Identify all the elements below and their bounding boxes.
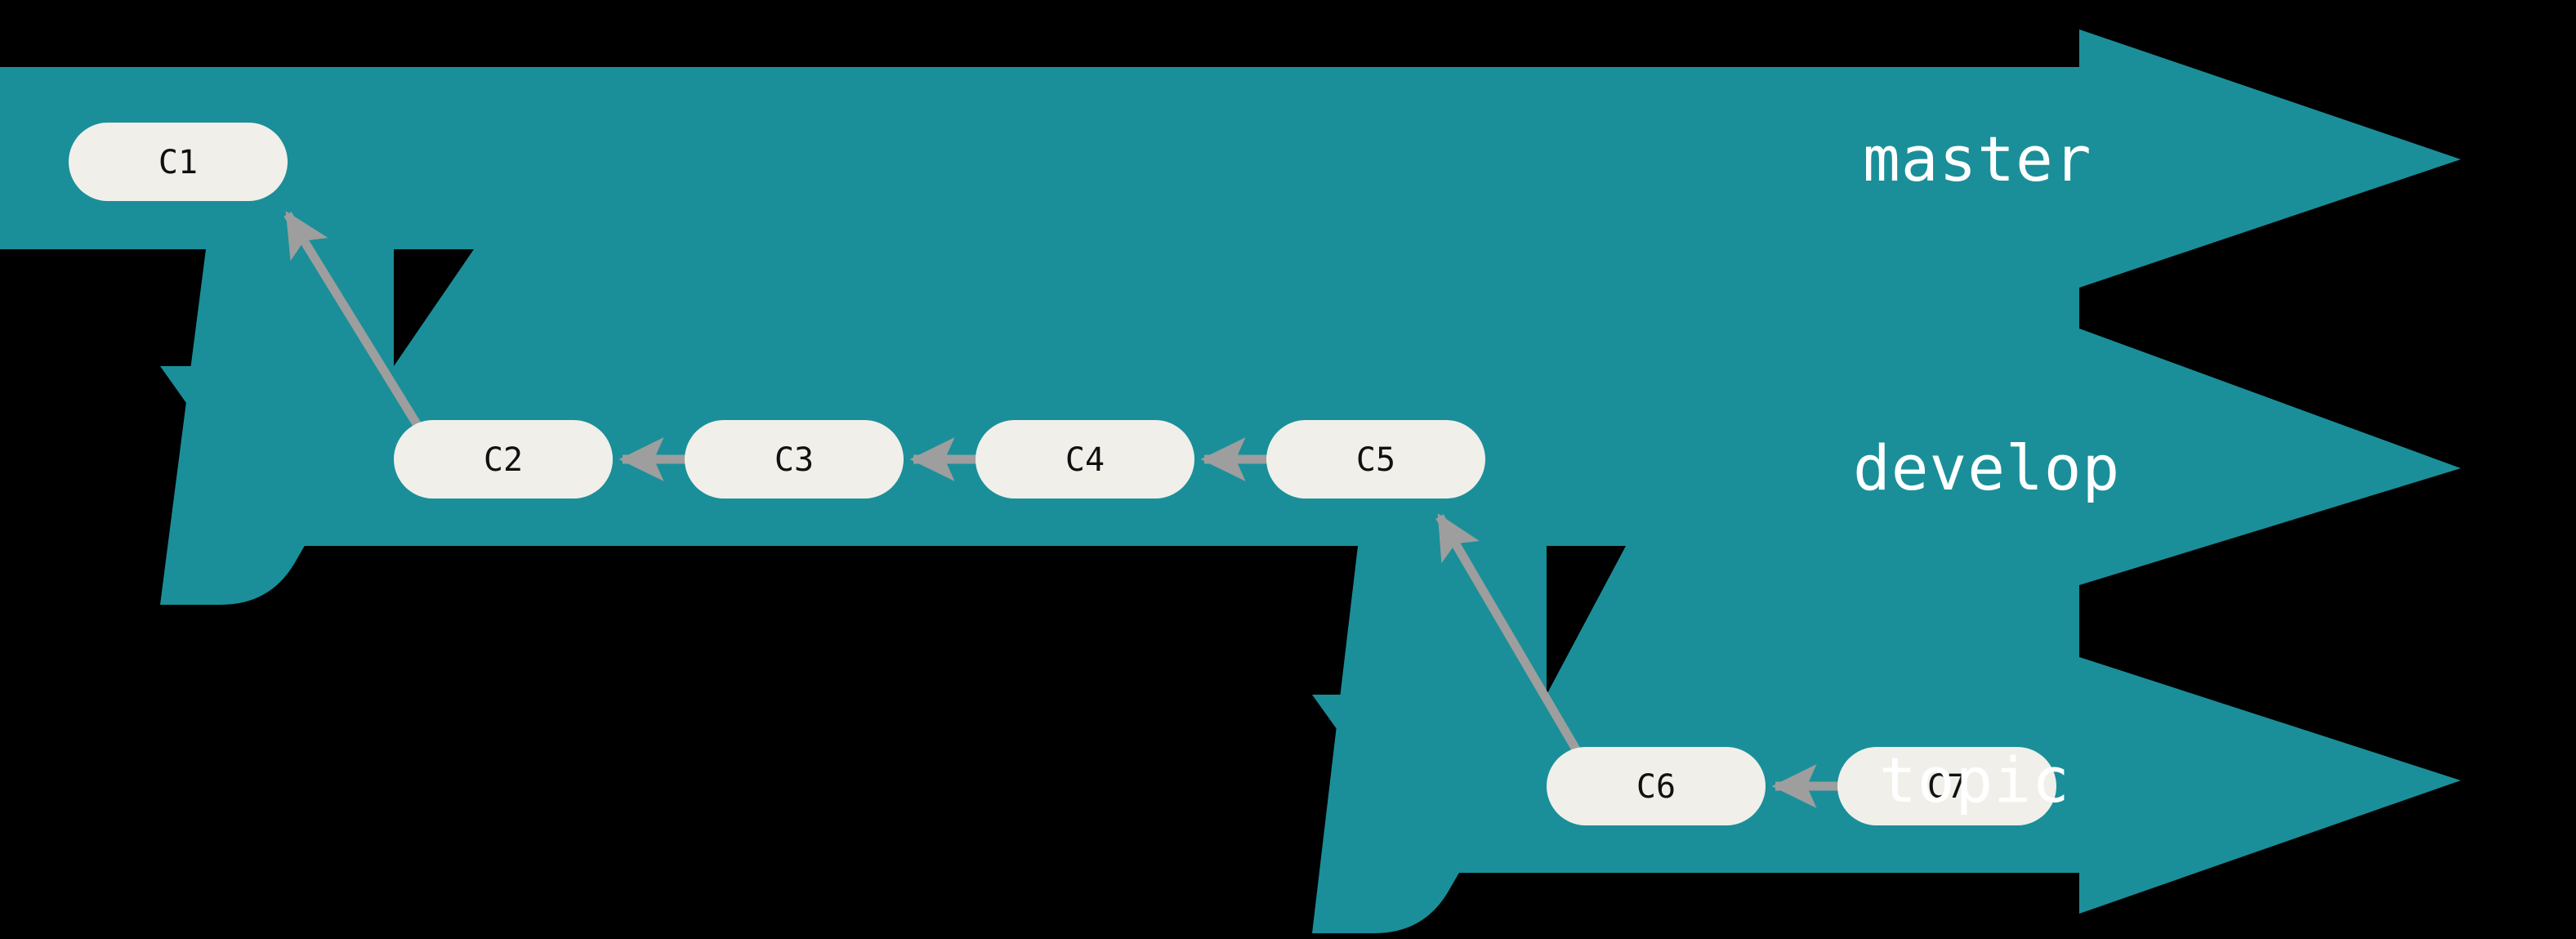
commit-node-c7[interactable]: C7 — [1837, 747, 2056, 825]
commit-label-c1: C1 — [158, 144, 198, 181]
commit-node-c2[interactable]: C2 — [394, 420, 613, 499]
branch-label-master: master — [1863, 123, 2092, 195]
branch-bands-group — [0, 29, 2461, 933]
commit-label-c4: C4 — [1065, 441, 1105, 479]
commit-node-c4[interactable]: C4 — [975, 420, 1194, 499]
branch-label-develop: develop — [1853, 431, 2120, 504]
branch-band-master — [0, 67, 2079, 249]
commit-nodes-group: C1 C2 C3 C4 C5 C6 — [69, 123, 2056, 825]
branch-label-topic: topic — [1879, 744, 2070, 816]
branch-arrowhead-develop — [2079, 329, 2461, 585]
edge-c6-to-c5 — [1435, 513, 1583, 756]
edge-c2-to-c1 — [283, 211, 422, 429]
branch-arrowhead-master — [2079, 29, 2461, 288]
commit-label-c6: C6 — [1636, 768, 1676, 806]
commit-label-c2: C2 — [484, 441, 523, 479]
branch-labels-group: master develop topic — [1853, 123, 2120, 816]
commit-label-c3: C3 — [775, 441, 814, 479]
commit-edges-group — [283, 211, 1841, 808]
commit-label-c7: C7 — [1927, 768, 1967, 806]
commit-node-c1[interactable]: C1 — [69, 123, 288, 201]
commit-node-c3[interactable]: C3 — [685, 420, 904, 499]
commit-label-c5: C5 — [1356, 441, 1395, 479]
commit-node-c5[interactable]: C5 — [1266, 420, 1485, 499]
commit-node-c6[interactable]: C6 — [1547, 747, 1766, 825]
branch-connector-master-to-develop — [160, 249, 2079, 605]
branch-arrowhead-topic — [2079, 657, 2461, 914]
branch-connector-develop-to-topic — [1312, 546, 2079, 933]
